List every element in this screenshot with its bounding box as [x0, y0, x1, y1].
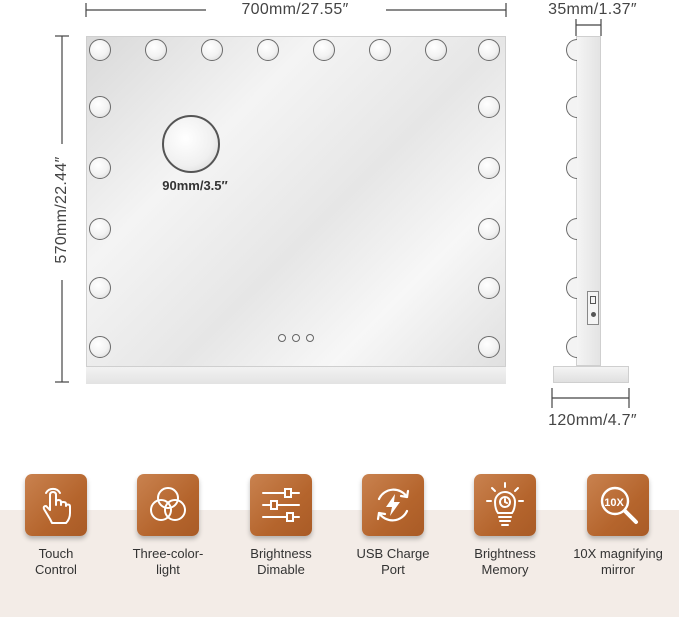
bulb-icon — [257, 39, 279, 61]
bulb-icon — [89, 39, 111, 61]
bulb-icon — [425, 39, 447, 61]
mirror-base-strip — [86, 366, 506, 384]
sliders-icon — [250, 474, 312, 536]
feature-label: Touch Control — [35, 546, 77, 577]
feature-label: Brightness Dimable — [250, 546, 312, 577]
bulb-side-icon — [566, 277, 577, 299]
magnifier-10x-text: 10X — [604, 497, 624, 509]
mirror-front — [86, 36, 506, 384]
bulb-icon — [89, 157, 111, 179]
touch-button-icon — [278, 334, 286, 342]
bulb-icon — [201, 39, 223, 61]
mirror-side-base — [553, 366, 629, 383]
bulb-icon — [89, 277, 111, 299]
feature-three-color-light: Three-color- light — [118, 474, 218, 578]
bulb-icon — [89, 336, 111, 358]
feature-touch-control: Touch Control — [6, 474, 106, 578]
bulb-icon — [478, 39, 500, 61]
bulb-side-icon — [566, 39, 577, 61]
width-label: 700mm/27.55″ — [241, 1, 349, 18]
height-label: 570mm/22.44″ — [53, 156, 70, 264]
bulb-icon — [478, 96, 500, 118]
bulb-side-icon — [566, 336, 577, 358]
height-dimension-line — [55, 35, 69, 383]
three-circles-icon — [137, 474, 199, 536]
bulb-icon — [89, 218, 111, 240]
touch-button-icon — [292, 334, 300, 342]
feature-10x-magnifying-mirror: 10X 10X magnifying mirror — [568, 474, 668, 578]
feature-label: USB Charge Port — [356, 546, 430, 577]
bulb-side-icon — [566, 218, 577, 240]
bulb-icon — [478, 157, 500, 179]
bulb-icon — [478, 277, 500, 299]
touch-button-icon — [306, 334, 314, 342]
bulb-icon — [369, 39, 391, 61]
base-label: 120mm/4.7″ — [548, 412, 637, 429]
feature-panel — [0, 510, 679, 617]
feature-label: Three-color- light — [132, 546, 204, 577]
touch-hand-icon — [25, 474, 87, 536]
depth-label: 35mm/1.37″ — [535, 1, 650, 19]
bulb-side-icon — [566, 96, 577, 118]
bulb-side-icon — [566, 157, 577, 179]
bulb-icon — [478, 218, 500, 240]
feature-label: Brightness Memory — [474, 546, 536, 577]
magnifier-10x-icon: 10X — [587, 474, 649, 536]
lightbulb-clock-icon — [474, 474, 536, 536]
bulb-icon — [145, 39, 167, 61]
base-dimension-line — [551, 388, 630, 408]
bulb-icon — [478, 336, 500, 358]
feature-brightness-memory: Brightness Memory — [455, 474, 555, 578]
feature-brightness-dimable: Brightness Dimable — [231, 474, 331, 578]
bulb-icon — [89, 96, 111, 118]
bulb-icon — [313, 39, 335, 61]
feature-usb-charge-port: USB Charge Port — [343, 474, 443, 578]
magnifier-size-label: 90mm/3.5″ — [162, 178, 228, 193]
feature-label: 10X magnifying mirror — [573, 546, 663, 577]
usb-charge-icon — [362, 474, 424, 536]
width-dimension-line — [85, 3, 507, 17]
magnifying-mirror — [162, 115, 220, 173]
usb-port — [587, 291, 599, 325]
